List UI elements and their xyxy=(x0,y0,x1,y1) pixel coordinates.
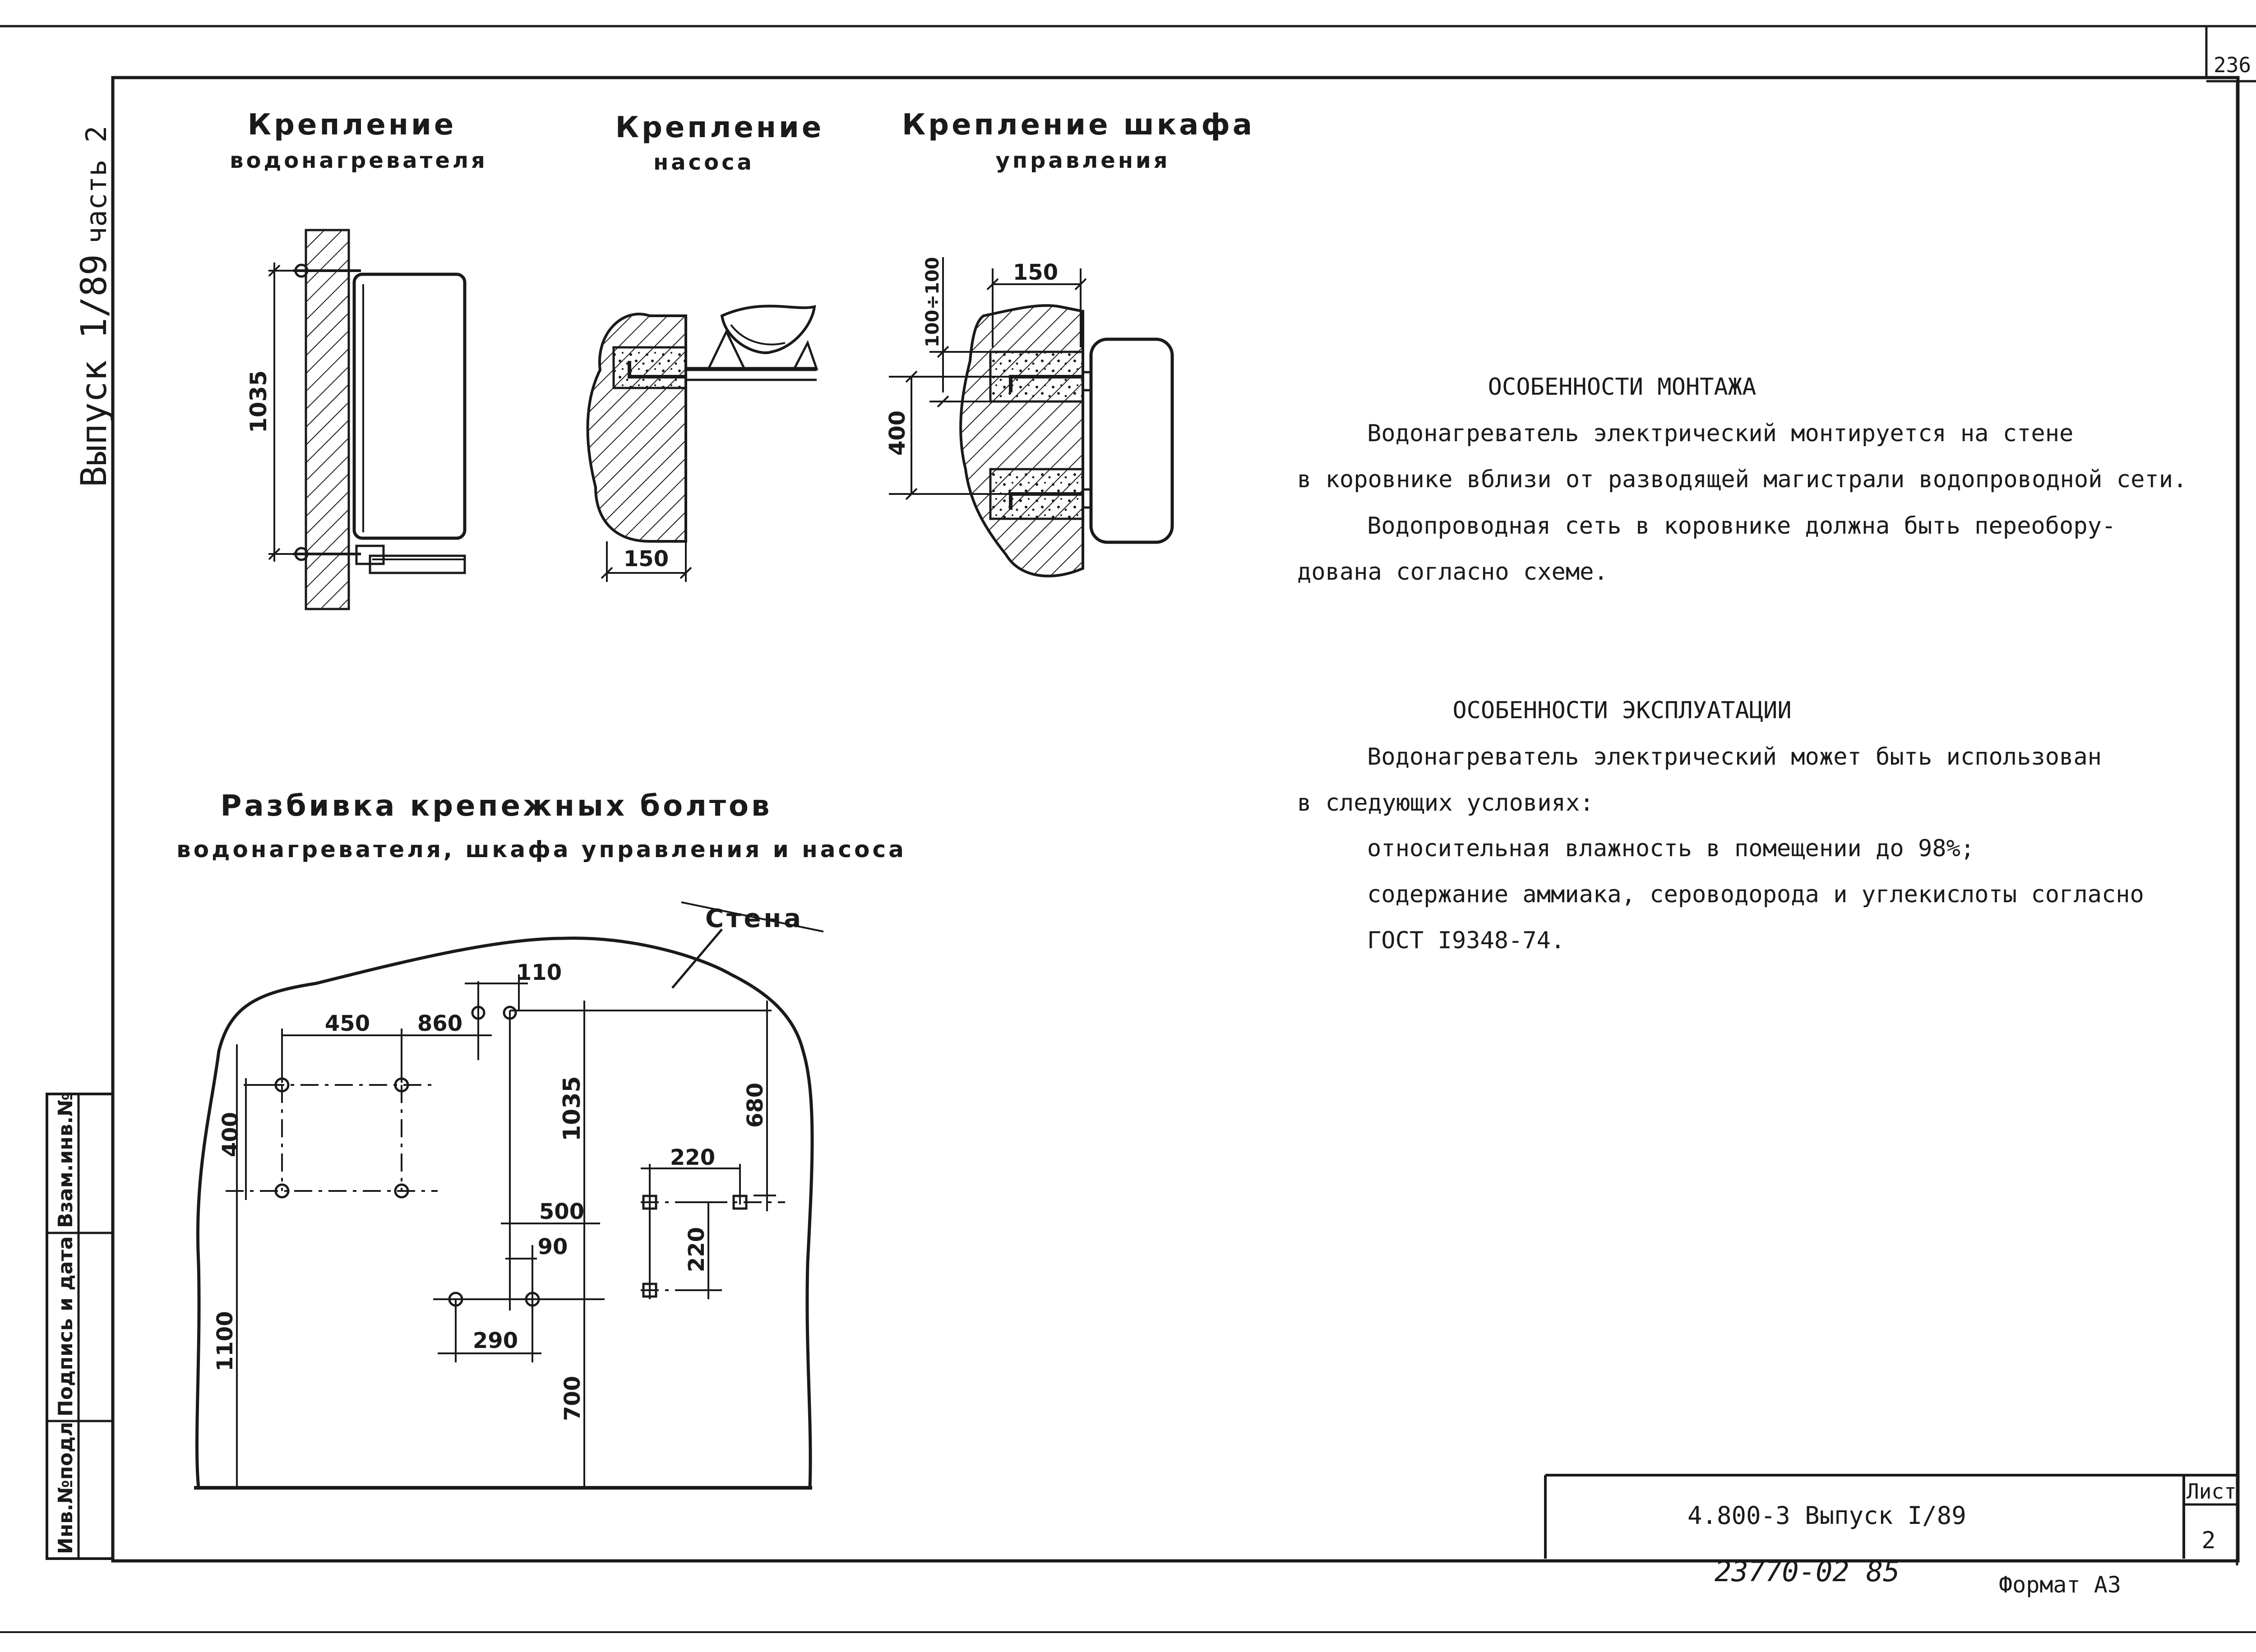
wall-label: Стена xyxy=(705,904,804,933)
dim-cabinet-depth: 150 xyxy=(1013,260,1058,285)
dim-heater-height: 1035 xyxy=(245,370,272,433)
operation-line-1: Водонагреватель электрический может быть… xyxy=(1367,743,2102,771)
dim-cabinet-pair: 100÷100 xyxy=(922,257,943,347)
pump-title-line2: насоса xyxy=(653,150,754,175)
operation-line-2: в следующих условиях: xyxy=(1297,789,1594,817)
mounting-line-1: Водонагреватель электрический монтируетс… xyxy=(1367,420,2073,447)
sheet-number: 2 xyxy=(2201,1527,2215,1554)
bolt-layout-title-line1: Разбивка крепежных болтов xyxy=(221,789,772,823)
cabinet-fastening-drawing xyxy=(889,257,1174,577)
dim-220-horizontal: 220 xyxy=(670,1145,715,1170)
mounting-heading: ОСОБЕННОСТИ МОНТАЖА xyxy=(1488,374,1757,401)
dim-450: 450 xyxy=(325,1011,370,1036)
mounting-line-3: Водопроводная сеть в коровнике должна бы… xyxy=(1367,512,2116,540)
stamp-inv-no: Инв.№подл xyxy=(54,1422,77,1554)
format-label: Формат А3 xyxy=(1999,1572,2121,1598)
pump-fastening-drawing xyxy=(586,305,818,582)
title-block xyxy=(1544,1474,2237,1559)
dim-700: 700 xyxy=(560,1376,585,1421)
stamp-replaced-inv: Взам.инв.№ xyxy=(54,1093,77,1228)
left-margin-part: часть 2 xyxy=(80,126,113,244)
operation-line-3: относительная влажность в помещении до 9… xyxy=(1367,835,1974,862)
archive-number: 23770-02 85 xyxy=(1715,1555,1900,1588)
cabinet-title-line1: Крепление шкафа xyxy=(902,108,1255,142)
sheet-label: Лист xyxy=(2187,1479,2237,1504)
operation-line-5: ГОСТ I9348-74. xyxy=(1367,927,1565,954)
stamp-signature: Подпись и дата xyxy=(54,1236,77,1417)
dim-110: 110 xyxy=(517,960,562,985)
dim-500: 500 xyxy=(539,1199,584,1224)
dim-1035: 1035 xyxy=(559,1076,586,1141)
bolt-layout-title-line2: водонагревателя, шкафа управления и насо… xyxy=(176,836,906,863)
dim-290: 290 xyxy=(473,1328,518,1353)
side-stamp xyxy=(46,1093,114,1560)
dim-860: 860 xyxy=(417,1011,462,1036)
operation-heading: ОСОБЕННОСТИ ЭКСПЛУАТАЦИИ xyxy=(1452,697,1791,724)
dim-680: 680 xyxy=(743,1083,768,1128)
sheet-corner-number: 236 xyxy=(2214,53,2251,77)
designation: 4.800-3 Выпуск I/89 xyxy=(1687,1501,1966,1530)
left-margin-release: Выпуск 1/89 xyxy=(74,254,115,487)
mounting-line-2: в коровнике вблизи от разводящей магистр… xyxy=(1297,466,2187,493)
heater-title-line1: Крепление xyxy=(248,108,457,142)
sheet-frame xyxy=(0,25,2256,1633)
dim-220-vertical: 220 xyxy=(684,1227,709,1272)
dim-90: 90 xyxy=(538,1234,568,1260)
dim-cabinet-spacing: 400 xyxy=(885,411,910,456)
pump-title-line1: Крепление xyxy=(615,111,824,144)
heater-title-line2: водонагревателя xyxy=(230,148,488,173)
operation-line-4: содержание аммиака, сероводорода и углек… xyxy=(1367,881,2144,908)
bolt-layout-drawing xyxy=(194,901,824,1490)
heater-fastening-drawing xyxy=(268,229,467,610)
mounting-line-4: дована согласно схеме. xyxy=(1297,558,1608,586)
cabinet-title-line2: управления xyxy=(996,148,1170,173)
dim-1100: 1100 xyxy=(213,1311,238,1371)
dim-pump-depth: 150 xyxy=(624,546,669,572)
dim-400: 400 xyxy=(218,1112,243,1157)
